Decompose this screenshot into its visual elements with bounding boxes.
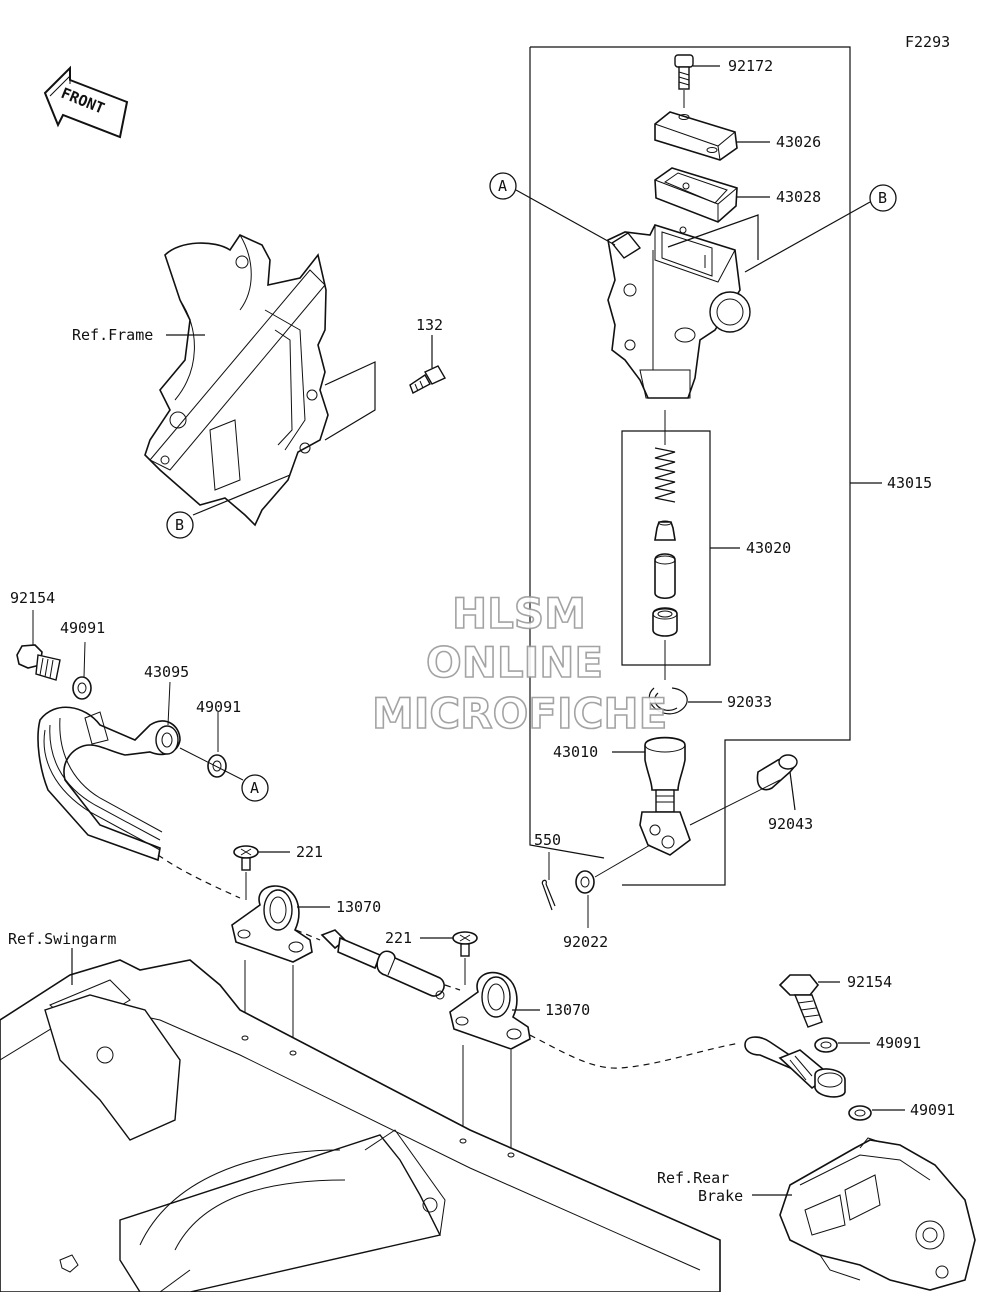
part-label-49091-left1: 49091 bbox=[60, 619, 105, 637]
callout-a-top: A bbox=[489, 172, 616, 246]
washer-49091-left1 bbox=[72, 641, 92, 700]
part-label-49091-right1: 49091 bbox=[876, 1034, 921, 1052]
washer-49091-right2 bbox=[848, 1105, 905, 1121]
part-label-221-right: 221 bbox=[385, 929, 412, 947]
watermark-line-1: HLSM bbox=[452, 589, 586, 638]
diagram-code: F2293 bbox=[905, 33, 950, 51]
watermark-line-3: MICROFICHE bbox=[372, 689, 667, 738]
ref-frame-label: Ref.Frame bbox=[72, 326, 153, 344]
cotter-pin-550 bbox=[541, 852, 556, 911]
part-label-92154-left: 92154 bbox=[10, 589, 55, 607]
part-label-221-left: 221 bbox=[296, 843, 323, 861]
washer-49091-left2 bbox=[207, 712, 227, 778]
swingarm-reference-drawing bbox=[0, 948, 721, 1292]
part-label-132: 132 bbox=[416, 316, 443, 334]
washer-92022 bbox=[575, 870, 595, 928]
screw-221-left bbox=[233, 845, 290, 900]
screw-221-right bbox=[420, 931, 478, 985]
banjo-bolt-92154-right bbox=[778, 974, 840, 1028]
callout-a-bottom: A bbox=[179, 747, 269, 802]
part-label-49091-left2: 49091 bbox=[196, 698, 241, 716]
pin-92043 bbox=[689, 754, 798, 826]
ref-rear-brake-label-2: Brake bbox=[698, 1187, 743, 1205]
part-label-49091-right2: 49091 bbox=[910, 1101, 955, 1119]
part-label-43010: 43010 bbox=[553, 743, 598, 761]
front-arrow-icon: FRONT bbox=[43, 65, 129, 139]
part-label-92154-right: 92154 bbox=[847, 973, 892, 991]
svg-text:A: A bbox=[498, 177, 507, 195]
cap-43026 bbox=[654, 111, 770, 161]
part-label-550: 550 bbox=[534, 831, 561, 849]
piston-cup-2 bbox=[652, 607, 678, 637]
part-label-43015: 43015 bbox=[887, 474, 932, 492]
assembly-43015-bracket bbox=[529, 46, 882, 886]
part-label-43026: 43026 bbox=[776, 133, 821, 151]
svg-text:A: A bbox=[250, 779, 259, 797]
part-label-13070-right: 13070 bbox=[545, 1001, 590, 1019]
part-label-43020: 43020 bbox=[746, 539, 791, 557]
part-label-43095: 43095 bbox=[144, 663, 189, 681]
bolt-132 bbox=[409, 335, 446, 394]
callout-b-left: B bbox=[166, 511, 194, 539]
callout-b-top: B bbox=[667, 184, 897, 273]
ref-swingarm-label: Ref.Swingarm bbox=[8, 930, 116, 948]
hose-end-right bbox=[744, 1036, 846, 1098]
master-cylinder-body bbox=[607, 224, 751, 399]
part-label-92033: 92033 bbox=[727, 693, 772, 711]
rear-brake-caliper-drawing bbox=[752, 1137, 976, 1291]
pushrod-43010 bbox=[612, 736, 691, 856]
frame-mount-bracket bbox=[324, 361, 376, 441]
ref-rear-brake-label-1: Ref.Rear bbox=[657, 1169, 729, 1187]
washer-49091-right1 bbox=[814, 1037, 870, 1053]
leader-clevis-washer bbox=[594, 844, 651, 878]
part-label-43028: 43028 bbox=[776, 188, 821, 206]
banjo-bolt-92154-left bbox=[16, 610, 61, 681]
part-label-92022: 92022 bbox=[563, 933, 608, 951]
watermark: HLSM ONLINE MICROFICHE bbox=[371, 588, 668, 739]
circlip-92033 bbox=[648, 640, 722, 715]
brake-hose-43095 bbox=[37, 681, 241, 899]
piston bbox=[654, 553, 676, 600]
svg-text:B: B bbox=[878, 189, 887, 207]
spring bbox=[654, 410, 676, 503]
diaphragm-43028 bbox=[654, 167, 770, 223]
brake-pipe bbox=[295, 929, 741, 1069]
part-label-13070-left: 13070 bbox=[336, 898, 381, 916]
part-label-92172: 92172 bbox=[728, 57, 773, 75]
clamp-13070-right bbox=[449, 971, 540, 1152]
clamp-13070-left bbox=[231, 885, 330, 1050]
frame-reference-drawing bbox=[144, 233, 329, 527]
svg-text:B: B bbox=[175, 516, 184, 534]
part-label-92043: 92043 bbox=[768, 815, 813, 833]
watermark-line-2: ONLINE bbox=[426, 638, 603, 687]
bolt-92172 bbox=[674, 54, 720, 108]
piston-cup-1 bbox=[654, 520, 676, 541]
kit-43020-bracket bbox=[621, 430, 740, 666]
